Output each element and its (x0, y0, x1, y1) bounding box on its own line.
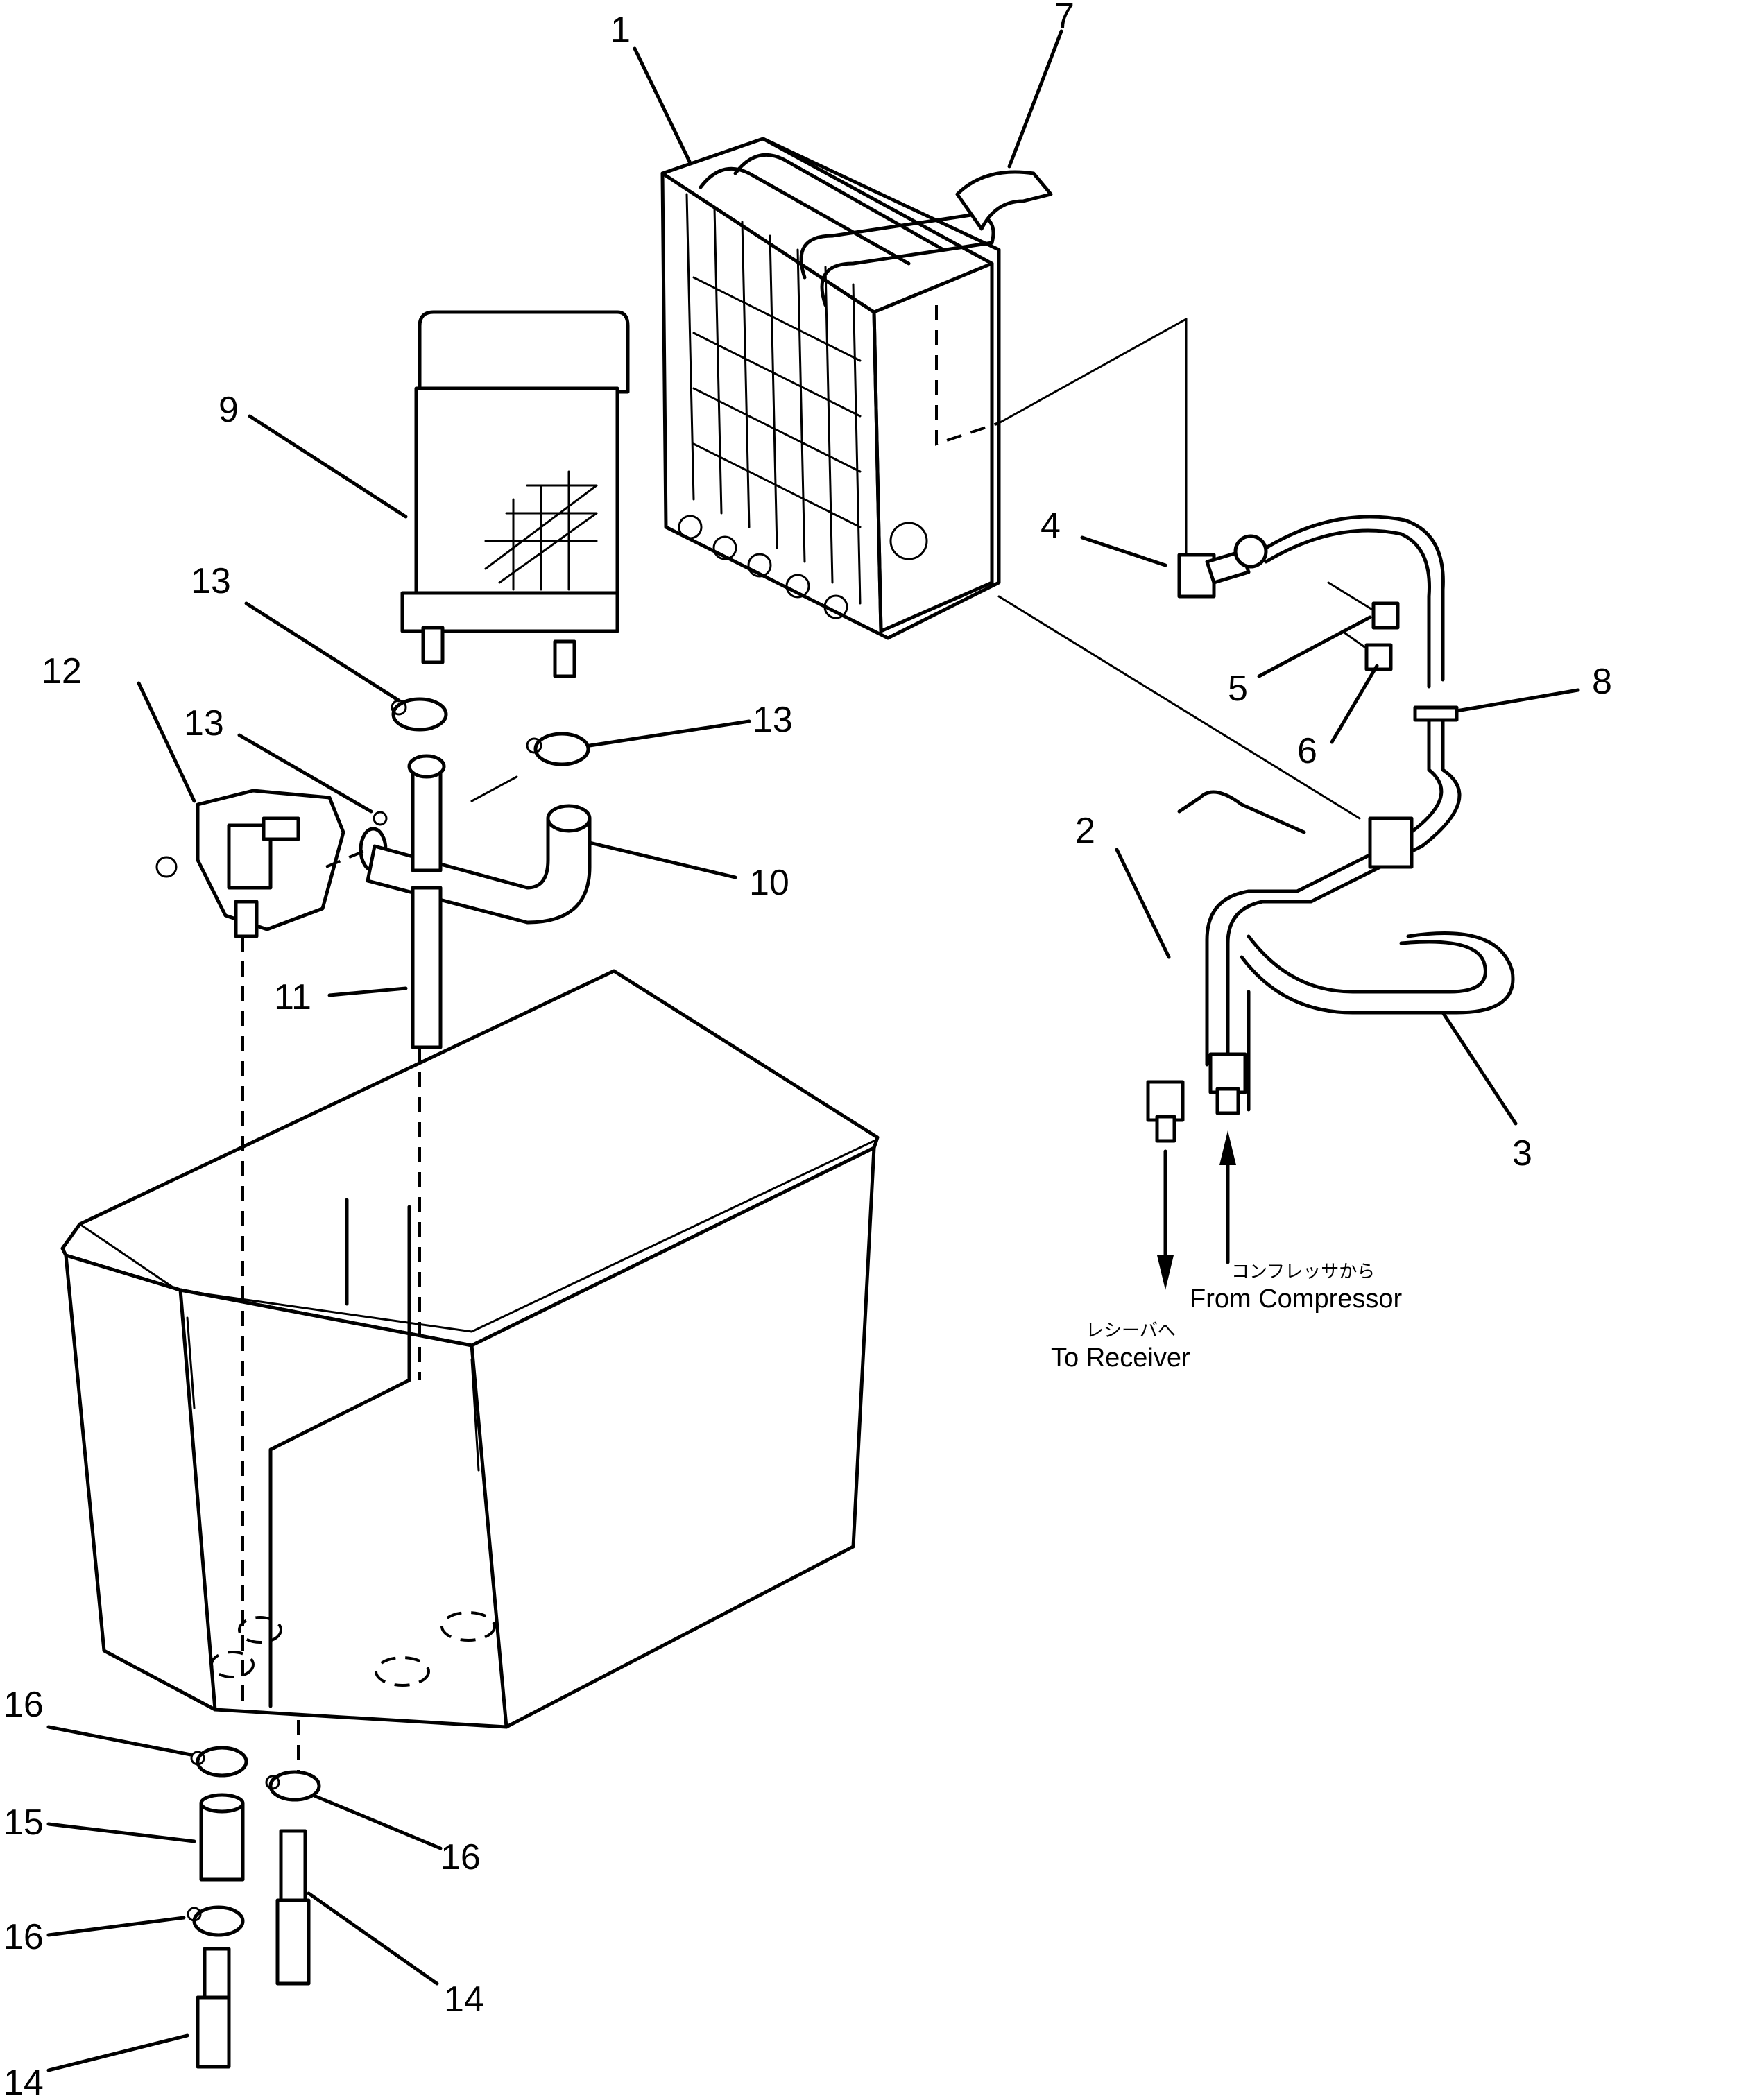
arrow-from-compressor (1219, 1130, 1236, 1264)
label-16c: 16 (3, 1917, 44, 1957)
to-receiver-jp: レシーバへ (1086, 1321, 1176, 1341)
hose-clamp-13b (526, 732, 590, 766)
label-12: 12 (42, 651, 82, 691)
water-valve (155, 789, 368, 938)
label-11: 11 (274, 977, 311, 1017)
switch-5 (1327, 581, 1400, 630)
leader-lines (46, 29, 1580, 2072)
hose-clamp-13a (391, 697, 448, 732)
straight-hose (407, 754, 518, 1049)
label-14b: 14 (3, 2063, 44, 2098)
label-16a: 16 (3, 1685, 44, 1725)
label-8: 8 (1592, 662, 1612, 702)
label-1: 1 (610, 10, 631, 50)
pipe-14b (196, 1947, 231, 2069)
label-15: 15 (3, 1803, 44, 1843)
pipe-assembly (1146, 515, 1515, 1143)
label-14a: 14 (444, 1979, 484, 2020)
label-3: 3 (1512, 1133, 1532, 1173)
label-13a: 13 (191, 561, 231, 601)
bracket (955, 170, 1053, 231)
label-16b: 16 (440, 1837, 481, 1877)
flow-captions: コンフレッサから From Compressor レシーバへ To Receiv… (1051, 1262, 1402, 1373)
label-5: 5 (1228, 669, 1248, 709)
evaporator-core (660, 137, 1001, 640)
switch-6 (1341, 630, 1393, 671)
from-compressor-jp: コンフレッサから (1231, 1262, 1375, 1282)
callout-labels: 1 7 9 13 12 13 13 10 11 4 5 6 8 2 3 16 1… (3, 0, 1612, 2098)
hose-clamp-16a (190, 1746, 248, 1778)
label-13c: 13 (753, 700, 793, 740)
elbow-hose (366, 804, 592, 925)
heater-core (400, 310, 630, 678)
label-2: 2 (1075, 811, 1095, 851)
hose-15 (199, 1793, 245, 1882)
label-4: 4 (1041, 506, 1061, 546)
label-9: 9 (219, 390, 239, 430)
pipe-14a (275, 1829, 311, 1986)
heater-tank (60, 936, 880, 1775)
hose-clamp-16b (265, 1770, 321, 1802)
hose-clamp-16c (187, 1905, 245, 1937)
label-7: 7 (1054, 0, 1074, 36)
to-receiver: To Receiver (1051, 1343, 1190, 1373)
from-compressor: From Compressor (1190, 1284, 1402, 1314)
arrow-to-receiver (1157, 1149, 1174, 1290)
label-6: 6 (1297, 731, 1317, 771)
label-10: 10 (749, 863, 789, 903)
label-13b: 13 (184, 703, 224, 743)
